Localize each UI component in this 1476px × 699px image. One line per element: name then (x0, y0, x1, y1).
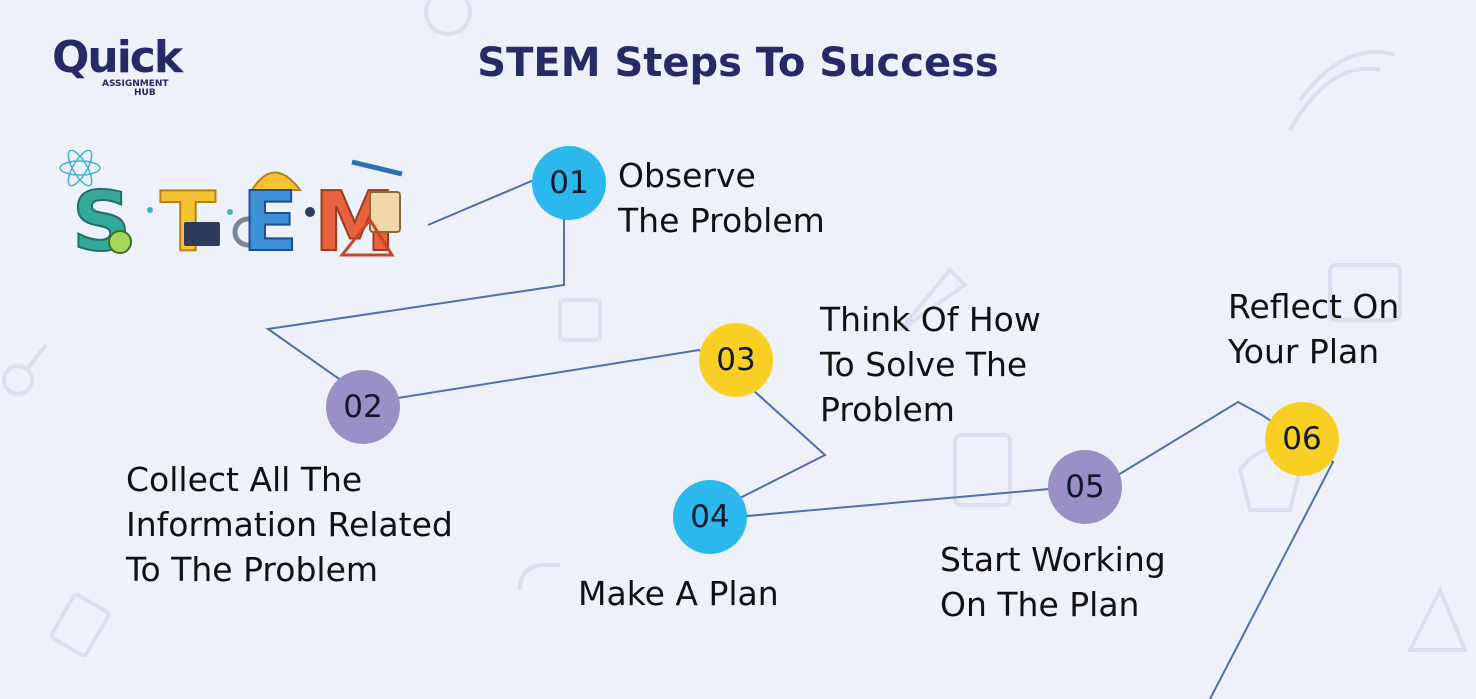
atom-icon (59, 150, 101, 187)
dna-deco-icon (1288, 66, 1381, 131)
rocket-deco-icon (898, 267, 969, 332)
flask-deco-icon (49, 592, 111, 658)
books-deco-icon (558, 298, 602, 342)
stem-illustration: S T E M (59, 150, 403, 265)
step-03-circle: 03 (699, 323, 773, 397)
board-deco-icon (1328, 263, 1402, 322)
page-title: STEM Steps To Success (477, 40, 999, 86)
step-02-label: Collect All The Information Related To T… (126, 460, 453, 589)
step-03-label: Think Of How To Solve The Problem (820, 300, 1041, 429)
gear-deco-icon (424, 0, 472, 36)
gear-icon (232, 216, 264, 248)
step-01-circle: 01 (532, 146, 606, 220)
logo-line2: HUB (134, 88, 156, 98)
step-06-label: Reflect On Your Plan (1228, 287, 1400, 371)
hardhat-icon (250, 171, 302, 191)
setsquare-icon (338, 217, 395, 257)
pencil-icon (351, 159, 403, 177)
step-04-label: Make A Plan (578, 574, 779, 613)
magnifier-deco-icon (2, 364, 34, 396)
step-05-circle: 05 (1048, 450, 1122, 524)
step-01-label: Observe The Problem (618, 156, 825, 240)
monitor-icon (184, 222, 220, 246)
logo-word: Quick (52, 32, 183, 83)
calculator-deco-icon (953, 433, 1012, 507)
stem-letter-e: E (242, 175, 298, 265)
step-05-label: Start Working On The Plan (940, 540, 1166, 624)
logo-line1: ASSIGNMENT (102, 79, 169, 89)
step-06-circle: 06 (1265, 402, 1339, 476)
magnet-deco-icon (518, 563, 560, 591)
triangle-deco-icon (1406, 585, 1468, 652)
flask-icon (108, 230, 132, 254)
brand-logo[interactable]: Quick ASSIGNMENT HUB (52, 36, 192, 98)
step-02-circle: 02 (326, 370, 400, 444)
stem-letter-t: T (160, 175, 216, 265)
stem-letter-s: S (72, 175, 131, 265)
step-04-circle: 04 (673, 480, 747, 554)
calculator-icon (369, 191, 401, 233)
